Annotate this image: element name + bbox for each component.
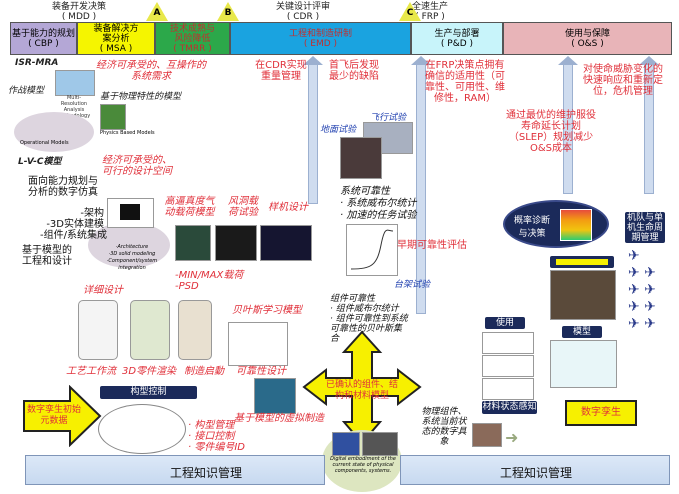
detail-design-label: 详细设计 (83, 285, 123, 296)
pb-models-caption: Physics Based Models (100, 130, 155, 136)
prototype-label: 样机设计 (268, 202, 308, 213)
ground-test-image (340, 137, 382, 179)
usage-chart-1 (482, 332, 534, 354)
mra-image (55, 70, 95, 96)
ground-test-label: 地面试验 (320, 125, 357, 135)
knowledge-management-right: 工程知识管理 (500, 466, 573, 480)
milestone-cdr: 关键设计评审( CDR ) (276, 2, 331, 22)
model-header: 模型 (562, 326, 602, 338)
milestone-c-label: C (406, 8, 414, 18)
load-list: -MIN/MAX载荷-PSD (175, 270, 244, 292)
digital-twin-metadata-arrow (23, 385, 102, 447)
fleet-management-label: 机队与单机生命周期管理 (625, 212, 665, 243)
goal-slep: 通过最优的维护服役寿命延长计划（SLEP）规划减少O&S成本 (506, 110, 596, 154)
milestone-c-triangle (399, 2, 421, 21)
heatmap-icon (560, 209, 592, 241)
system-image (362, 432, 398, 456)
milestone-frp: 全速生产( FRP ) (412, 2, 449, 22)
phase-msa: 装备解决方案分析( MSA ) (77, 22, 155, 55)
goal-ram: 在FRP决策点拥有确信的适用性（可靠性、可用性、维修性，RAM） (425, 60, 505, 104)
usage-chart-3 (482, 378, 534, 400)
arrow-right-icon: ➜ (505, 428, 519, 447)
architecture-image (107, 198, 154, 228)
mbe-label: 基于模型的工程和设计 (22, 245, 72, 267)
mfg-label: 制造启動 (184, 366, 224, 377)
system-reliability: 系统可靠性· 系统威布尔统计· 加速的任务试验 (340, 186, 417, 221)
workflow-label: 工艺工作流 (66, 366, 116, 377)
digital-twin-box: 数字孪生 (565, 400, 637, 426)
fleet-aircraft-icons: ✈✈ ✈✈ ✈✈ ✈✈ ✈ (628, 248, 656, 332)
bench-test-label: 台架试验 (394, 280, 431, 290)
early-reliability-label: 早期可靠性评估 (397, 240, 467, 251)
wind-tunnel-image (215, 225, 257, 261)
material-sensing-header: 材料状态感知 (482, 401, 537, 414)
validated-models-label: 已确认的组件、结构和材料模型 (326, 380, 399, 401)
config-control-header: 构型控制 (100, 386, 197, 399)
material-sample-image (472, 423, 502, 447)
design-space-label: 经济可承受的、可行的设计空间 (102, 155, 172, 177)
mfg-image (178, 300, 212, 360)
milestone-mdd: 装备开发决策( MDD ) (52, 2, 107, 22)
workflow-image (78, 300, 118, 360)
embodiment-caption: Digital embodiment of the current state … (330, 456, 396, 474)
render-image (130, 300, 170, 360)
reliability-design-label: 可靠性设计 (236, 366, 286, 377)
phase-tmrr: 技术成熟与风险降低( TMRR ) (155, 22, 230, 55)
knowledge-management-left: 工程知识管理 (170, 466, 243, 480)
up-arrow (411, 56, 431, 314)
milestone-b-label: B (224, 8, 232, 18)
lvc-label: L-V-C模型 (18, 157, 62, 167)
aircraft-model-image (550, 340, 617, 388)
usage-header: 使用 (485, 317, 525, 329)
up-arrow (639, 56, 659, 194)
op-models-caption: Operational Models (20, 140, 69, 146)
test-photo (550, 270, 616, 320)
render-label: 3D零件渲染 (122, 366, 177, 377)
goal-requirements: 经济可承受的、互操作的系统需求 (96, 60, 206, 82)
milestone-a-label: A (153, 8, 161, 18)
digital-sim-label: 面向能力规划与分析的数字仿真 (28, 176, 98, 198)
knowledge-management-bar-right (400, 455, 670, 485)
config-list: · 构型管理· 接口控制· 零件编号ID (188, 420, 246, 453)
physical-state-label: 物理组件、系统当前状态的数字具象 (421, 407, 467, 447)
reliability-design-image (228, 322, 288, 366)
image-header (550, 256, 614, 268)
goal-weight: 在CDR实现重量管理 (255, 60, 307, 82)
isr-mra-label: ISR-MRA (15, 58, 59, 68)
prob-diagnosis-label: 概率诊断与决策 (513, 216, 550, 239)
phase-cbp: 基于能力的规划( CBP ) (10, 22, 77, 55)
aero-load-label: 高逼真度气动载荷模型 (164, 196, 215, 218)
reliability-curve-image (346, 224, 398, 276)
design-ellipse (88, 222, 170, 268)
milestone-a-triangle (146, 2, 168, 21)
phase-pd: 生产与部署( P&D ) (411, 22, 503, 55)
phase-emd: 工程和制造研制( EMD ) (230, 22, 411, 55)
aero-image (175, 225, 211, 261)
wind-tunnel-label: 风洞载荷试验 (228, 196, 258, 218)
physics-model-label: 基于物理特性的模型 (100, 92, 182, 102)
virtual-mfg-label: 基于模型的虚拟制造 (234, 413, 324, 424)
virtual-mfg-image (254, 378, 296, 414)
knowledge-management-bar-left (25, 455, 325, 485)
config-ellipses (98, 404, 186, 454)
up-arrow (303, 56, 323, 204)
digital-twin-metadata-label: 数字孪生初始元数据 (26, 405, 81, 426)
component-image (332, 432, 360, 456)
up-arrow (558, 56, 578, 194)
prototype-image (260, 225, 312, 261)
model-ellipse (14, 112, 94, 152)
design-list-en: ·Architecture·3D solid modeling·Componen… (106, 244, 158, 271)
flight-test-label: 飞行试验 (370, 113, 407, 123)
design-list: -架构-3D实体建模-组件/系统集成 (40, 208, 107, 241)
goal-crisis: 对使命威胁变化的快速响应和重新定位，危机管理 (583, 64, 663, 97)
usage-chart-2 (482, 355, 534, 377)
component-reliability: 组件可靠性· 组件威布尔统计· 组件可靠性到系统可靠性的贝叶斯集合 (330, 294, 408, 344)
physics-model-image (100, 104, 126, 130)
phase-os: 使用与保障( O&S ) (503, 22, 672, 55)
bayes-model-label: 贝叶斯学习模型 (232, 305, 302, 316)
milestone-b-triangle (217, 2, 239, 21)
combat-model-label: 作战模型 (8, 86, 45, 96)
goal-defects: 首飞后发现最少的缺陷 (329, 60, 379, 82)
